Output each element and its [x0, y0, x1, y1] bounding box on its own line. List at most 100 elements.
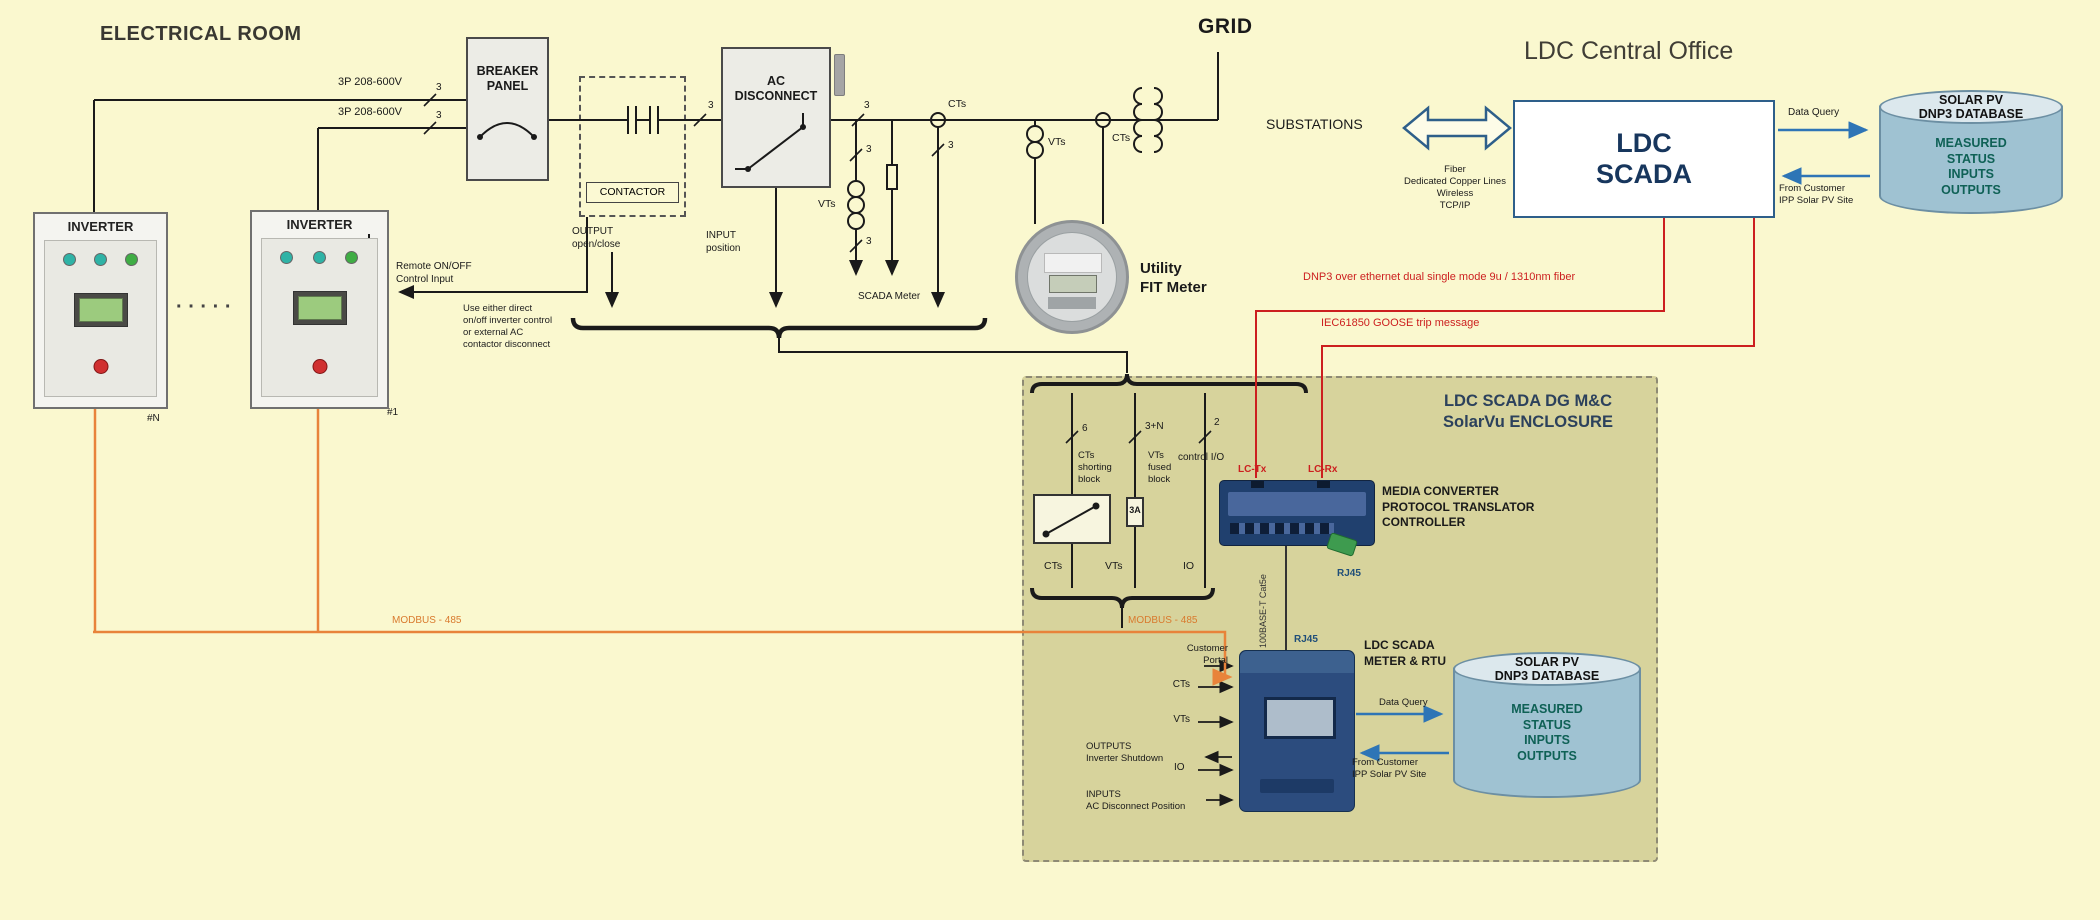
rtu-display [1264, 697, 1336, 739]
scada-meter-rtu-device [1239, 650, 1355, 812]
inverter-1-tag: #1 [387, 407, 399, 418]
modbus-label-1: MODBUS - 485 [392, 615, 462, 626]
cts-label-2: CTs [1112, 132, 1131, 144]
meter-io-label: IO [1174, 762, 1185, 773]
cat5-label: 100BASE-T Cat5e [1258, 574, 1268, 648]
status-led-icon [93, 253, 107, 266]
database-contents: MEASURED STATUS INPUTS OUTPUTS [1511, 702, 1583, 763]
breaker-panel-label: BREAKER PANEL [476, 64, 539, 93]
rj45-label-2: RJ45 [1294, 634, 1318, 645]
enclosure-cts-label: CTs [1044, 560, 1063, 572]
database-contents: MEASURED STATUS INPUTS OUTPUTS [1935, 136, 2007, 197]
inverter-lcd-display [73, 293, 128, 327]
wire-count-3b: 3 [436, 110, 442, 121]
substations-label: SUBSTATIONS [1266, 116, 1363, 132]
transformer-coil-right [1153, 87, 1163, 153]
output-note: OUTPUT open/close [572, 226, 621, 250]
inverter-dots: · · · · · [176, 296, 232, 318]
database-title: SOLAR PV DNP3 DATABASE [1494, 655, 1600, 684]
feeder-voltage-2: 3P 208-600V [338, 106, 403, 118]
input-note: INPUT position [706, 230, 741, 254]
wire-count-3e: 3 [866, 144, 872, 155]
lc-rx-port-icon [1317, 481, 1330, 488]
from-customer-top-label: From Customer IPP Solar PV Site [1779, 183, 1854, 206]
inverter-n-tag: #N [147, 413, 160, 424]
count-cts: 6 [1082, 423, 1088, 434]
wire-count-3c: 3 [708, 100, 714, 111]
lc-tx-port-icon [1251, 481, 1264, 488]
ct-symbol-1 [930, 112, 946, 128]
dnp3-fiber-label: DNP3 over ethernet dual single mode 9u /… [1303, 271, 1576, 283]
lcd-screen [78, 298, 123, 322]
solar-pv-database-top: SOLAR PV DNP3 DATABASE MEASURED STATUS I… [1879, 90, 2063, 214]
enclosure-vts-label: VTs [1105, 560, 1123, 572]
status-led-icon [280, 251, 294, 264]
enclosure-io-label: IO [1183, 560, 1195, 572]
lcd-screen [297, 296, 342, 320]
inverter-n-label: INVERTER [67, 219, 134, 234]
database-title: SOLAR PV DNP3 DATABASE [1918, 93, 2024, 122]
database-cylinder-top [1453, 652, 1641, 686]
meter-rtu-label: LDC SCADA METER & RTU [1364, 638, 1446, 668]
wire-count-3f: 3 [866, 236, 872, 247]
inputs-label: INPUTS AC Disconnect Position [1086, 789, 1186, 812]
vt-coil-a [1026, 125, 1044, 143]
central-office-title: LDC Central Office [1524, 37, 1734, 65]
vts-label-2: VTs [1048, 136, 1066, 148]
data-query-top-label: Data Query [1788, 107, 1840, 118]
meter-base [1048, 297, 1096, 309]
wire-count-3g: 3 [948, 140, 954, 151]
power-button-icon [93, 359, 108, 374]
status-led-icon [312, 251, 326, 264]
ac-disconnect-label: AC DISCONNECT [734, 74, 818, 103]
cts-label-1: CTs [948, 98, 967, 110]
inverter-1-panel [261, 238, 378, 397]
data-query-bottom-label: Data Query [1379, 697, 1428, 708]
rj45-label-1: RJ45 [1337, 568, 1361, 579]
ldc-scada-box: LDC SCADA [1513, 100, 1775, 218]
transformer-coil-left [1133, 87, 1143, 153]
brace-signals [570, 317, 988, 339]
vts-label-1: VTs [818, 198, 836, 210]
from-customer-bottom-label: From Customer IPP Solar PV Site [1352, 757, 1427, 780]
rtu-terminal-strip [1260, 779, 1334, 793]
cts-shorting-block-label: CTs shorting block [1078, 450, 1112, 485]
database-cylinder-body [1879, 106, 2063, 214]
status-led-icon [344, 251, 358, 264]
contactor-label-box: CONTACTOR [586, 182, 679, 203]
converter-ports-strip [1230, 523, 1334, 534]
outputs-label: OUTPUTS Inverter Shutdown [1086, 741, 1164, 764]
power-button-icon [312, 359, 327, 374]
disconnect-handle-icon [834, 54, 845, 96]
inverter-lcd-display [292, 291, 347, 325]
inverter-1-unit: INVERTER [250, 210, 389, 409]
wire-count-3d: 3 [864, 100, 870, 111]
rtu-top-cap [1240, 651, 1354, 673]
database-cylinder-body [1453, 668, 1641, 798]
wire-count-3a: 3 [436, 82, 442, 93]
inverter-n-unit: INVERTER [33, 212, 168, 409]
meter-lcd [1049, 275, 1097, 293]
goose-label: IEC61850 GOOSE trip message [1321, 317, 1480, 329]
media-converter-device [1219, 480, 1375, 557]
fit-meter-label: Utility FIT Meter [1140, 260, 1207, 296]
control-choice-note: Use either direct on/off inverter contro… [463, 303, 553, 350]
meter-cts-label: CTs [1172, 679, 1190, 690]
remote-onoff-note: Remote ON/OFF Control Input [396, 261, 472, 285]
inverter-1-label: INVERTER [286, 217, 353, 232]
inverter-n-panel [44, 240, 157, 397]
electrical-room-title: ELECTRICAL ROOM [100, 23, 302, 45]
meter-vts-label: VTs [1173, 714, 1190, 725]
customer-portal-label: Customer Portal [1186, 643, 1228, 666]
control-io-label: control I/O [1178, 452, 1225, 463]
vts-fused-block-label: VTs fused block [1148, 450, 1172, 485]
enclosure-title: LDC SCADA DG M&C SolarVu ENCLOSURE [1443, 392, 1613, 431]
count-vts: 3+N [1145, 421, 1164, 432]
disconnect-switch-symbol [735, 113, 806, 172]
utility-fit-meter-image [1015, 220, 1129, 334]
solar-pv-database-bottom: SOLAR PV DNP3 DATABASE MEASURED STATUS I… [1453, 652, 1641, 798]
lc-rx-label: LC-Rx [1308, 464, 1338, 475]
media-converter-label: MEDIA CONVERTER PROTOCOL TRANSLATOR CONT… [1382, 484, 1535, 530]
status-led-icon [62, 253, 76, 266]
